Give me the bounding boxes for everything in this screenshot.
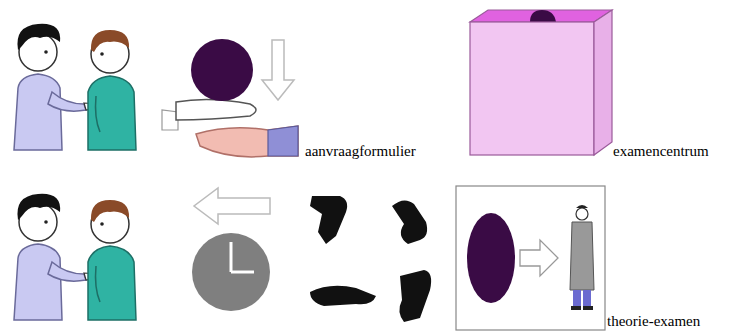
- talking-people: [14, 194, 136, 320]
- box-symbol: [470, 10, 612, 155]
- talking-people: [14, 24, 136, 150]
- give-symbol: [162, 39, 298, 157]
- pictogram-caption: aanvraagformulier: [305, 142, 416, 160]
- pictogram-caption: examencentrum: [613, 142, 709, 160]
- sign-hands: [310, 196, 431, 322]
- past-symbol: [192, 188, 270, 311]
- pictogram-caption: theorie-examen: [607, 312, 700, 330]
- theory-symbol: [456, 186, 605, 330]
